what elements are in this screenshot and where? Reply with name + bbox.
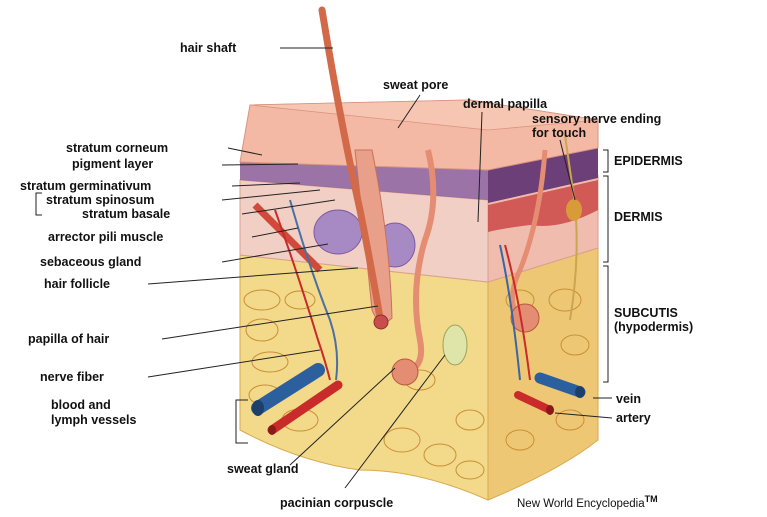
- label-papilla-of-hair: papilla of hair: [28, 332, 109, 346]
- label-artery: artery: [616, 411, 651, 425]
- label-stratum-spinosum: stratum spinosum: [46, 193, 154, 207]
- label-pacinian-corpuscle: pacinian corpuscle: [280, 496, 393, 510]
- label-vein: vein: [616, 392, 641, 406]
- label-hypodermis: (hypodermis): [614, 320, 693, 334]
- label-epidermis: EPIDERMIS: [614, 154, 683, 168]
- sensory-nerve-ending-shape: [566, 199, 582, 221]
- side-sweat-gland: [511, 304, 539, 332]
- label-subcutis: SUBCUTIS: [614, 306, 678, 320]
- label-sweat-gland: sweat gland: [227, 462, 299, 476]
- credit-line: New World EncyclopediaTM: [517, 494, 658, 510]
- label-sensory-nerve-for-touch: for touch: [532, 126, 586, 140]
- label-dermal-papilla: dermal papilla: [463, 97, 547, 111]
- label-stratum-basale: stratum basale: [82, 207, 170, 221]
- label-stratum-germinativum: stratum germinativum: [20, 179, 151, 193]
- papilla-of-hair-shape: [374, 315, 388, 329]
- pacinian-corpuscle-shape: [443, 325, 467, 365]
- credit-trademark: TM: [645, 494, 658, 504]
- label-nerve-fiber: nerve fiber: [40, 370, 104, 384]
- label-pigment-layer: pigment layer: [72, 157, 153, 171]
- stratum-bracket: [36, 193, 42, 215]
- label-hair-follicle: hair follicle: [44, 277, 110, 291]
- label-sensory-nerve-ending: sensory nerve ending: [532, 112, 661, 126]
- label-stratum-corneum: stratum corneum: [66, 141, 168, 155]
- label-arrector-pili-muscle: arrector pili muscle: [48, 230, 163, 244]
- label-sweat-pore: sweat pore: [383, 78, 448, 92]
- label-lymph-vessels: lymph vessels: [51, 413, 136, 427]
- label-sebaceous-gland: sebaceous gland: [40, 255, 141, 269]
- label-blood-and: blood and: [51, 398, 111, 412]
- sebaceous-gland-shape: [314, 210, 362, 254]
- sweat-gland-shape: [392, 359, 418, 385]
- label-hair-shaft: hair shaft: [180, 41, 236, 55]
- credit-text: New World Encyclopedia: [517, 498, 645, 510]
- label-dermis: DERMIS: [614, 210, 663, 224]
- layer-brackets: [603, 150, 608, 382]
